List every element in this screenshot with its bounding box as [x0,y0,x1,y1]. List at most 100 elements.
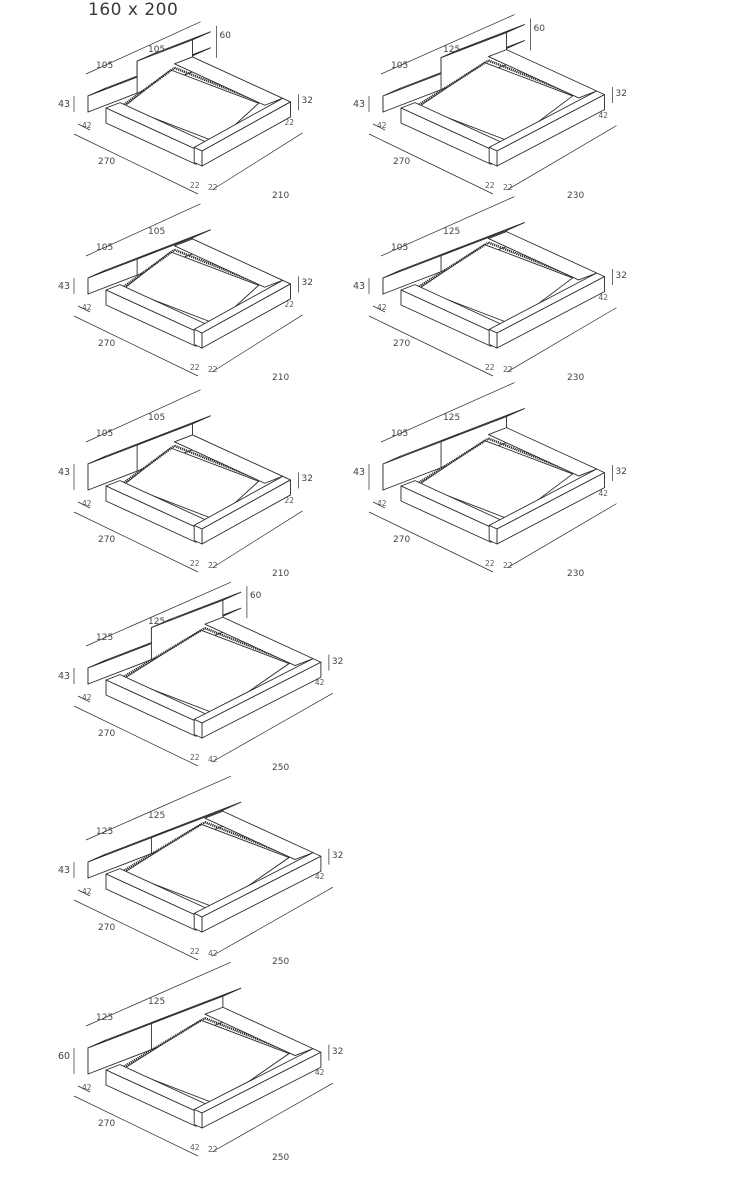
label-foot-inner: 22 [503,183,513,192]
bed-drawing [73,581,334,767]
label-head-left-width: 125 [96,1013,114,1023]
label-side: 42 [377,499,387,508]
dim-line-length [368,511,494,573]
footboard-end [193,1108,203,1129]
dim-line-width [211,886,334,957]
label-length: 270 [98,339,116,349]
label-head-left-width: 125 [96,827,114,837]
label-head-right-width: 105 [148,45,166,55]
dim-line-length [73,1095,199,1157]
label-head-left-width: 105 [391,429,409,439]
label-frame-height: 32 [301,474,313,485]
label-width: 250 [272,763,290,773]
label-foot-inner: 22 [503,365,513,374]
label-head-left-width: 125 [96,633,114,643]
label-foot-inner: 22 [208,1145,218,1154]
label-foot-gap: 22 [485,363,495,372]
dim-line-side [77,501,91,509]
label-length: 270 [98,1119,116,1129]
label-length: 270 [393,535,411,545]
label-foot-gap: 22 [190,947,200,956]
label-foot-inner: 22 [503,561,513,570]
footboard-end [488,524,498,545]
dim-line-side [77,305,91,313]
label-frame-height: 32 [301,96,313,107]
label-foot-right: 22 [284,299,295,309]
footboard-end [193,524,203,545]
bed-drawing [368,382,617,573]
label-foot-right: 22 [284,495,295,505]
label-head-right-width: 105 [148,413,166,423]
bed-drawing [73,775,334,961]
dim-line-width [506,307,617,373]
left-rail-side [105,485,197,543]
dim-line-head-width [85,961,232,1027]
footboard-end [488,146,498,167]
label-width: 250 [272,1153,290,1163]
label-frame-height: 32 [331,656,344,667]
label-head-left-width: 105 [96,243,114,253]
label-head-height: 43 [58,865,71,876]
dim-line-head-width [380,196,515,257]
label-raised-height: 60 [249,591,262,602]
label-foot-gap: 22 [190,753,200,762]
label-head-height: 43 [58,99,71,110]
label-head-height: 43 [353,281,366,292]
label-side: 42 [82,303,92,312]
label-head-height: 43 [58,671,71,682]
label-width: 230 [567,569,585,579]
dim-line-width [211,132,303,191]
dim-line-width [211,510,303,569]
dim-line-head-width [85,21,201,75]
label-foot-right: 42 [598,488,609,498]
left-rail-side [105,679,197,737]
label-width: 210 [272,373,290,383]
left-rail-side [105,107,197,165]
label-side: 42 [377,121,387,130]
bed-drawing [73,21,303,195]
label-length: 270 [393,157,411,167]
dim-line-width [211,692,334,763]
label-head-right-width: 105 [148,227,166,237]
label-head-left-width: 105 [96,61,114,71]
label-side: 42 [82,1083,92,1092]
bed-drawing [73,203,303,377]
label-width: 210 [272,191,290,201]
label-head-right-width: 125 [148,811,166,821]
label-side: 42 [82,499,92,508]
dim-line-width [506,125,617,191]
label-frame-height: 32 [615,89,627,100]
label-foot-inner: 42 [208,949,218,958]
label-foot-right: 42 [314,872,325,882]
label-head-height: 43 [58,281,71,292]
dim-line-length [73,133,199,195]
dim-line-head-width [85,581,232,647]
footboard-end [193,718,203,739]
footboard-end [193,912,203,933]
left-rail-side [105,873,197,931]
label-width: 250 [272,957,290,967]
label-foot-inner: 22 [208,561,218,570]
footboard-end [193,146,203,167]
label-head-left-width: 105 [96,429,114,439]
label-head-right-width: 125 [148,617,166,627]
label-head-height: 43 [353,99,366,110]
label-foot-gap: 22 [190,181,200,190]
dim-line-side [372,305,386,313]
label-frame-height: 32 [331,850,344,861]
label-frame-height: 32 [615,271,627,282]
dim-line-width [211,1082,334,1153]
dim-line-length [368,133,494,195]
label-side: 42 [82,693,92,702]
label-width: 230 [567,373,585,383]
mattress-platform [123,823,291,909]
dim-line-side [77,123,91,131]
mattress-platform [123,1019,291,1105]
dim-line-length [73,705,199,767]
